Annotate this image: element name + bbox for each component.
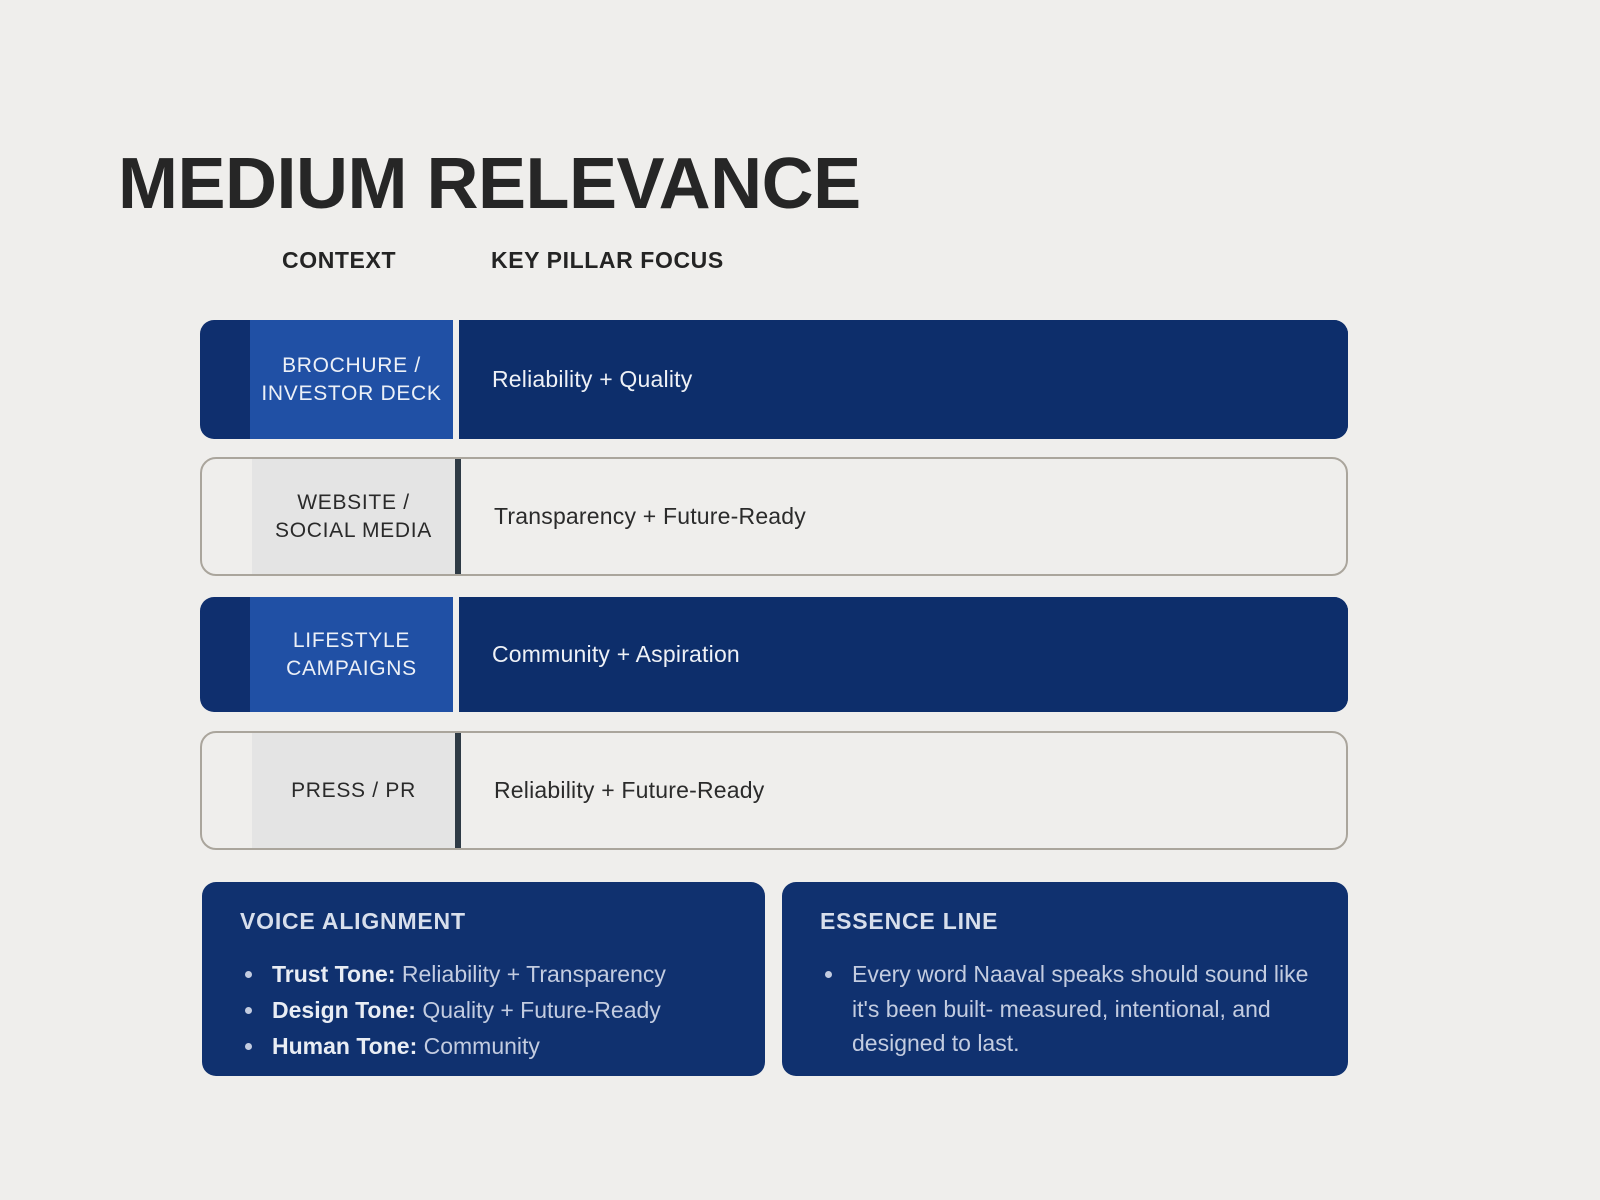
- row-divider: [453, 320, 459, 439]
- row-divider: [453, 597, 459, 712]
- voice-alignment-card: VOICE ALIGNMENT Trust Tone: Reliability …: [202, 882, 765, 1076]
- row-focus-value: Transparency + Future-Ready: [494, 503, 806, 529]
- row-context-label: LIFESTYLE CAMPAIGNS: [250, 597, 453, 712]
- voice-item-value: Reliability + Transparency: [401, 961, 666, 987]
- row-leader-accent: [202, 733, 252, 848]
- column-header-context: CONTEXT: [282, 247, 397, 273]
- row-focus-value: Reliability + Future-Ready: [494, 777, 765, 803]
- medium-row-lifestyle-campaigns[interactable]: LIFESTYLE CAMPAIGNS Community + Aspirati…: [200, 597, 1348, 712]
- row-leader-accent: [200, 320, 250, 439]
- voice-item-value: Community: [423, 1033, 540, 1060]
- list-item: Every word Naaval speaks should sound li…: [846, 957, 1318, 1061]
- essence-line-card: ESSENCE LINE Every word Naaval speaks sh…: [782, 882, 1348, 1076]
- row-context-label: BROCHURE / INVESTOR DECK: [250, 320, 453, 439]
- list-item: Design Tone: Quality + Future-Ready: [266, 993, 735, 1027]
- list-item: Trust Tone: Reliability + Transparency: [266, 957, 735, 991]
- medium-row-website-social-media[interactable]: WEBSITE / SOCIAL MEDIA Transparency + Fu…: [200, 457, 1348, 576]
- essence-line-list: Every word Naaval speaks should sound li…: [820, 957, 1318, 1061]
- voice-item-label: Human Tone:: [272, 1033, 418, 1060]
- list-item: Human Tone: Community: [266, 1029, 735, 1063]
- voice-item-label: Trust Tone:: [272, 961, 396, 987]
- voice-alignment-title: VOICE ALIGNMENT: [240, 908, 466, 934]
- row-leader-accent: [200, 597, 250, 712]
- row-divider: [455, 459, 461, 574]
- row-divider: [455, 733, 461, 848]
- row-focus-value: Community + Aspiration: [459, 597, 1348, 712]
- row-context-label: WEBSITE / SOCIAL MEDIA: [252, 459, 455, 574]
- row-context-label: PRESS / PR: [252, 733, 455, 848]
- medium-row-press-pr[interactable]: PRESS / PR Reliability + Future-Ready: [200, 731, 1348, 850]
- medium-row-brochure-investor-deck[interactable]: BROCHURE / INVESTOR DECK Reliability + Q…: [200, 320, 1348, 439]
- page-title: MEDIUM RELEVANCE: [118, 144, 861, 225]
- column-header-key-pillar-focus: KEY PILLAR FOCUS: [491, 247, 724, 273]
- row-leader-accent: [202, 459, 252, 574]
- voice-item-label: Design Tone:: [272, 997, 416, 1024]
- essence-line-title: ESSENCE LINE: [820, 908, 999, 934]
- voice-alignment-list: Trust Tone: Reliability + Transparency D…: [240, 957, 735, 1063]
- voice-item-value: Quality + Future-Ready: [422, 997, 661, 1024]
- row-focus-value: Reliability + Quality: [459, 320, 1348, 439]
